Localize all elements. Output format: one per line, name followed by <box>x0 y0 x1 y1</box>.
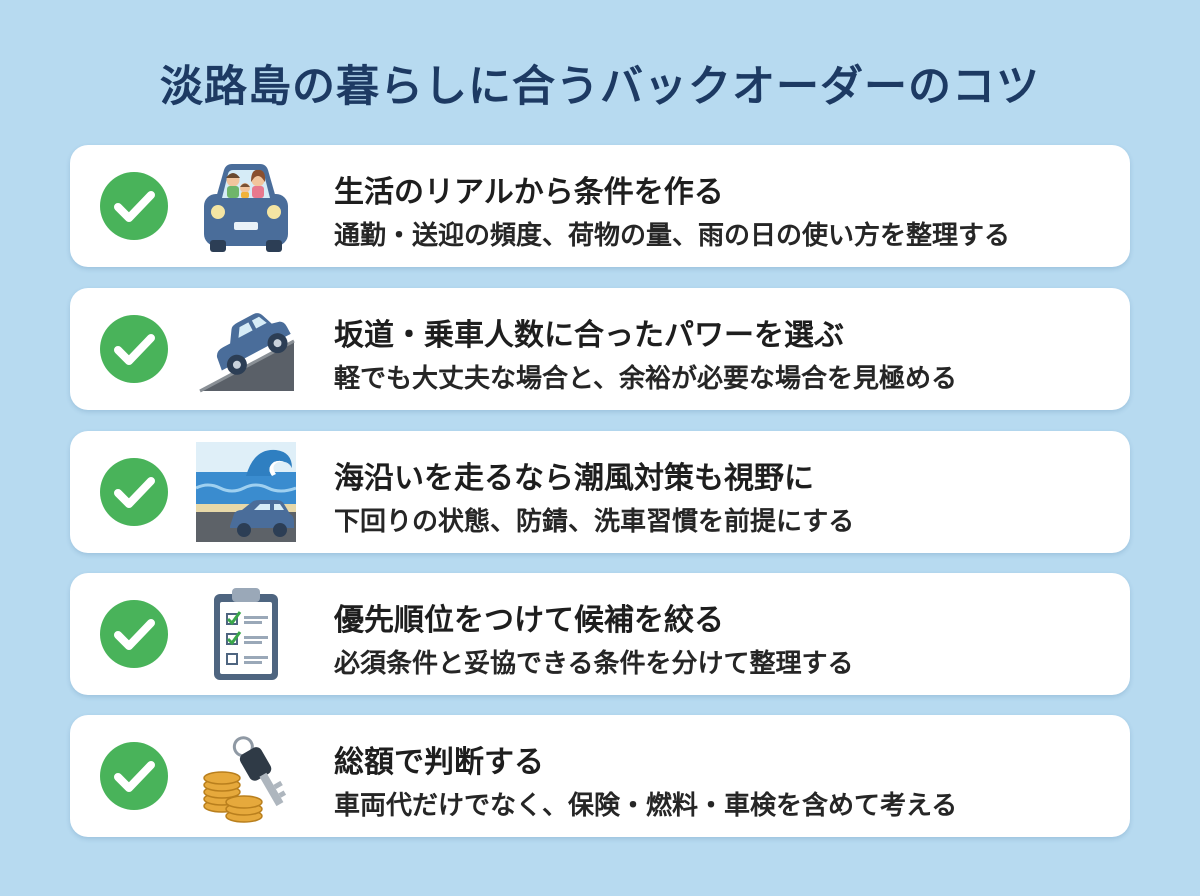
tip-description: 通勤・送迎の頻度、荷物の量、雨の日の使い方を整理する <box>334 221 1011 251</box>
check-circle-icon <box>100 315 168 383</box>
family-car-icon <box>204 164 288 252</box>
check-circle-icon <box>100 172 168 240</box>
check-circle-icon <box>100 458 168 526</box>
check-circle-icon <box>100 742 168 810</box>
tip-card-5: 総額で判断する 車両代だけでなく、保険・燃料・車検を含めて考える <box>70 715 1130 837</box>
tip-card-2: 坂道・乗車人数に合ったパワーを選ぶ 軽でも大丈夫な場合と、余裕が必要な場合を見極… <box>70 288 1130 410</box>
tip-heading: 坂道・乗車人数に合ったパワーを選ぶ <box>334 318 844 353</box>
tip-card-1: 生活のリアルから条件を作る 通勤・送迎の頻度、荷物の量、雨の日の使い方を整理する <box>70 145 1130 267</box>
tip-description: 下回りの状態、防錆、洗車習慣を前提にする <box>334 507 855 537</box>
checklist-clipboard-icon <box>214 588 278 680</box>
tip-heading: 生活のリアルから条件を作る <box>334 175 724 210</box>
seaside-car-icon <box>196 442 296 542</box>
tip-card-4: 優先順位をつけて候補を絞る 必須条件と妥協できる条件を分けて整理する <box>70 573 1130 695</box>
tip-heading: 優先順位をつけて候補を絞る <box>334 603 724 638</box>
page-title: 淡路島の暮らしに合うバックオーダーのコツ <box>160 62 1040 112</box>
tip-description: 車両代だけでなく、保険・燃料・車検を含めて考える <box>334 791 958 821</box>
tip-heading: 海沿いを走るなら潮風対策も視野に <box>334 461 814 496</box>
tip-heading: 総額で判断する <box>334 745 544 780</box>
tip-description: 軽でも大丈夫な場合と、余裕が必要な場合を見極める <box>334 364 957 394</box>
coins-key-icon <box>203 736 287 823</box>
check-circle-icon <box>100 600 168 668</box>
uphill-car-icon <box>199 313 295 393</box>
tip-card-3: 海沿いを走るなら潮風対策も視野に 下回りの状態、防錆、洗車習慣を前提にする <box>70 431 1130 553</box>
tip-description: 必須条件と妥協できる条件を分けて整理する <box>334 649 854 679</box>
